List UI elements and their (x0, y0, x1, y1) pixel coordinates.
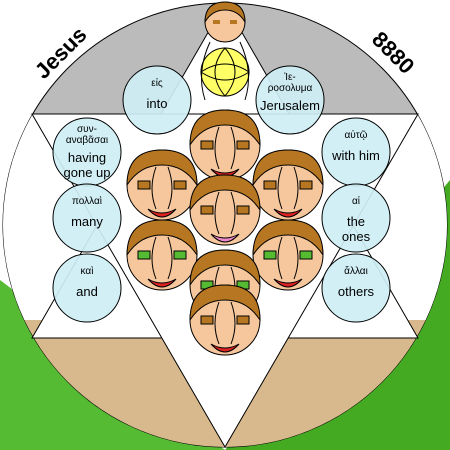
face-mouth (273, 278, 303, 288)
face-nose-lines (277, 236, 299, 280)
face (126, 219, 198, 291)
face-eye-right (236, 315, 250, 325)
top-hair (204, 1, 246, 24)
face-eye-right (236, 140, 250, 150)
english-word: the (347, 214, 365, 229)
english-word: into (147, 96, 168, 111)
english-word: and (76, 284, 98, 299)
face-hair (189, 284, 261, 322)
greek-word: πολλαὶ (72, 195, 102, 207)
english-word: Jerusalem (260, 98, 320, 113)
faces-group (126, 109, 324, 356)
face-hair (189, 174, 261, 212)
face-nose-lines (214, 191, 236, 235)
halo-leaves (200, 47, 250, 97)
face-hair (252, 219, 324, 257)
face-mouth (147, 278, 177, 288)
greek-word: συν- (77, 124, 97, 135)
face-mouth (147, 208, 177, 218)
top-body-right (239, 41, 250, 101)
face (189, 174, 261, 246)
english-word: others (338, 284, 375, 299)
face (252, 149, 324, 221)
face-eye-left (137, 180, 151, 190)
word-circle: εἰς into (122, 65, 192, 135)
face (189, 109, 261, 181)
word-circle-disc (321, 253, 391, 323)
face-eye-right (299, 250, 313, 260)
face-nose-lines (214, 126, 236, 170)
face-eye-left (263, 250, 277, 260)
english-word: many (71, 214, 103, 229)
face (252, 219, 324, 291)
word-circle: πολλαὶ many (52, 183, 122, 253)
face-eye-left (263, 180, 277, 190)
greek-word: ἄλλαι (344, 265, 368, 277)
face-eye-right (173, 250, 187, 260)
word-circle: ἄλλαι others (321, 253, 391, 323)
face-nose-lines (151, 166, 173, 210)
word-circle-disc (52, 253, 122, 323)
face-hair (252, 149, 324, 187)
face-eye-left (200, 315, 214, 325)
english-word: having (68, 150, 106, 165)
face-mouth (273, 208, 303, 218)
word-circle-disc (122, 65, 192, 135)
face-eye-left (200, 205, 214, 215)
face-nose-lines (214, 301, 236, 345)
face-hair (189, 249, 261, 287)
face-eye-left (200, 140, 214, 150)
greek-word: εἰς (151, 77, 163, 89)
word-circle-disc (321, 183, 391, 253)
face-nose-lines (151, 236, 173, 280)
face-hair (126, 219, 198, 257)
greek-word: αἱ (352, 195, 360, 207)
english-word-line2: ones (342, 229, 371, 244)
greek-word: Ἰε- (284, 72, 296, 83)
face (189, 284, 261, 356)
top-body-left (200, 41, 211, 101)
word-circle: καὶ and (52, 253, 122, 323)
greek-word-line2: αναβᾶσαι (66, 135, 108, 146)
face-eye-right (236, 205, 250, 215)
word-circle-disc (255, 65, 325, 135)
face-nose-lines (277, 166, 299, 210)
face-eye-right (173, 180, 187, 190)
face-eye-right (299, 180, 313, 190)
top-figure (200, 1, 250, 101)
face-mouth (210, 233, 240, 243)
face-mouth (210, 343, 240, 353)
face-hair (189, 109, 261, 147)
greek-word: αὐτῷ (344, 129, 367, 141)
greek-word: καὶ (81, 265, 94, 277)
top-eye-left (213, 20, 220, 24)
face (126, 149, 198, 221)
greek-word-line2: ροσολυμα (268, 83, 313, 94)
english-word: with him (331, 148, 380, 163)
face-eye-left (137, 250, 151, 260)
halo-disc (200, 47, 250, 97)
word-circle-disc (52, 183, 122, 253)
top-eye-right (230, 20, 237, 24)
word-circle: αὐτῷ with him (321, 117, 391, 187)
english-word-line2: gone up (64, 165, 111, 180)
